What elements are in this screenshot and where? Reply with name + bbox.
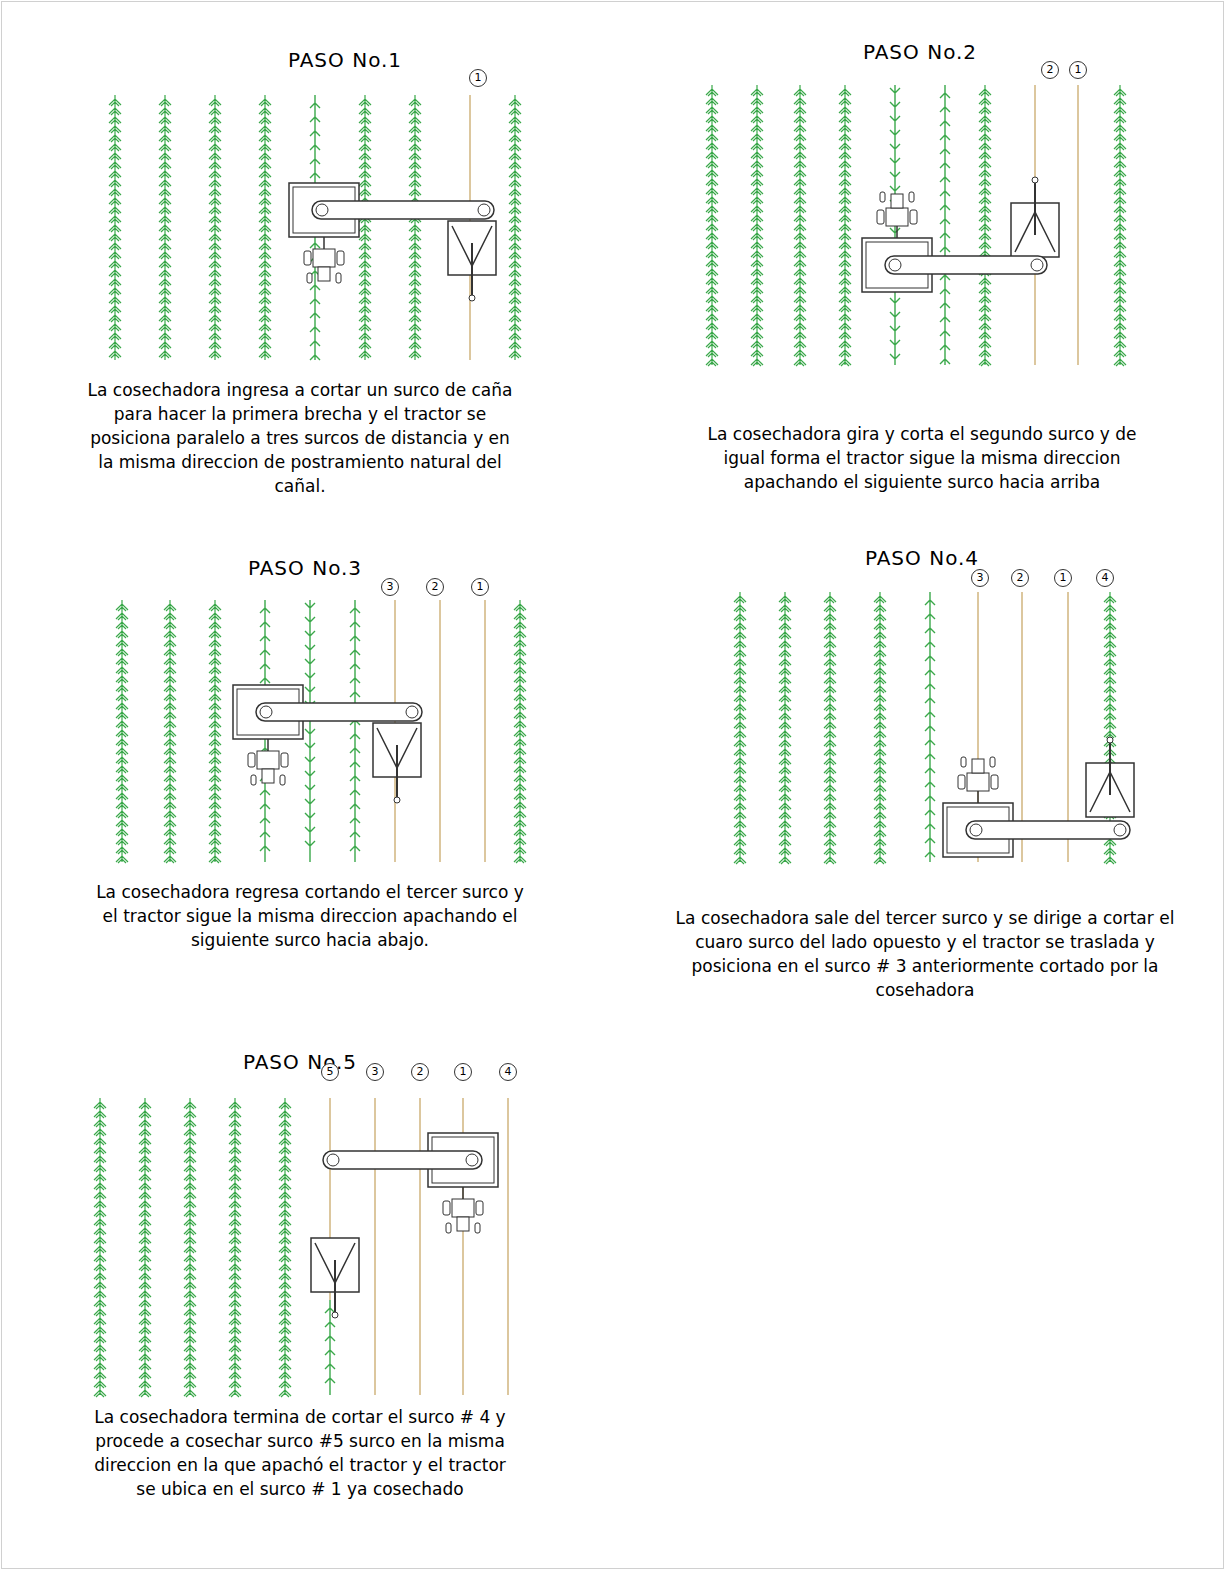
cane-row bbox=[209, 600, 221, 863]
elevator-arm bbox=[885, 256, 1047, 274]
flattened-row bbox=[305, 600, 315, 862]
cane-row bbox=[164, 600, 176, 863]
cut-row bbox=[484, 600, 486, 862]
callout-number: 1 bbox=[1069, 61, 1087, 79]
cane-row bbox=[779, 592, 791, 864]
cane-row bbox=[794, 85, 806, 366]
cane-row bbox=[116, 600, 128, 863]
cane-row bbox=[839, 85, 851, 366]
step-title: PASO No.4 bbox=[865, 546, 979, 570]
cane-row bbox=[509, 95, 521, 360]
callout-number: 2 bbox=[411, 1063, 429, 1081]
harvester bbox=[311, 1238, 359, 1318]
cane-row bbox=[139, 1098, 151, 1397]
cane-row bbox=[159, 95, 171, 360]
callout-number: 3 bbox=[381, 578, 399, 596]
flattened-row bbox=[940, 85, 950, 365]
cane-row bbox=[706, 85, 718, 366]
cane-row bbox=[874, 592, 886, 864]
callout-number: 1 bbox=[454, 1063, 472, 1081]
cane-row bbox=[259, 95, 271, 360]
cut-row bbox=[507, 1098, 509, 1395]
step-title: PASO No.2 bbox=[863, 40, 977, 64]
elevator-arm bbox=[323, 1151, 482, 1169]
elevator-arm bbox=[312, 201, 494, 219]
machines bbox=[233, 177, 1134, 1318]
cane-row bbox=[229, 1098, 241, 1397]
harvester bbox=[448, 221, 496, 301]
harvester bbox=[1011, 177, 1059, 257]
step-title: PASO No.3 bbox=[248, 556, 362, 580]
step-caption: La cosechadora regresa cortando el terce… bbox=[90, 880, 530, 952]
cane-rows bbox=[94, 85, 1126, 1397]
callout-number: 1 bbox=[1054, 569, 1072, 587]
callout-number: 4 bbox=[1096, 569, 1114, 587]
cut-row bbox=[419, 1098, 421, 1395]
harvester bbox=[373, 723, 421, 803]
callout-number: 2 bbox=[426, 578, 444, 596]
tractor bbox=[248, 739, 288, 785]
cane-row bbox=[184, 1098, 196, 1397]
callout-number: 5 bbox=[321, 1063, 339, 1081]
step-caption: La cosechadora gira y corta el segundo s… bbox=[687, 422, 1157, 494]
cane-row bbox=[734, 592, 746, 864]
flattened-row bbox=[350, 600, 360, 862]
tractor bbox=[958, 757, 998, 803]
callout-number: 2 bbox=[1011, 569, 1029, 587]
callout-number: 1 bbox=[469, 69, 487, 87]
elevator-arm bbox=[256, 703, 422, 721]
tractor bbox=[443, 1187, 483, 1233]
cane-row bbox=[94, 1098, 106, 1397]
callout-number: 3 bbox=[366, 1063, 384, 1081]
step-caption: La cosechadora termina de cortar el surc… bbox=[85, 1405, 515, 1501]
callout-number: 3 bbox=[971, 569, 989, 587]
cane-row bbox=[824, 592, 836, 864]
cane-row bbox=[279, 1098, 291, 1397]
cane-row bbox=[979, 85, 991, 366]
cut-row bbox=[439, 600, 441, 862]
tractor bbox=[877, 192, 917, 238]
cane-row bbox=[109, 95, 121, 360]
step-caption: La cosechadora sale del tercer surco y s… bbox=[675, 906, 1175, 1002]
cane-row bbox=[751, 85, 763, 366]
callout-number: 4 bbox=[499, 1063, 517, 1081]
callout-number: 2 bbox=[1041, 61, 1059, 79]
elevator-arm bbox=[966, 821, 1130, 839]
cane-row bbox=[1114, 85, 1126, 366]
cane-row bbox=[409, 95, 421, 360]
tractor bbox=[304, 237, 344, 283]
cut-row bbox=[374, 1098, 376, 1395]
cut-row bbox=[1077, 85, 1079, 365]
cane-row bbox=[209, 95, 221, 360]
harvester bbox=[1086, 737, 1134, 817]
cane-row bbox=[514, 600, 526, 863]
callout-number: 1 bbox=[471, 578, 489, 596]
flattened-row bbox=[925, 592, 935, 862]
cut-row bbox=[1034, 85, 1036, 365]
step-title: PASO No.1 bbox=[288, 48, 402, 72]
cane-row bbox=[359, 95, 371, 360]
step-caption: La cosechadora ingresa a cortar un surco… bbox=[85, 378, 515, 498]
step-title: PASO No.5 bbox=[243, 1050, 357, 1074]
